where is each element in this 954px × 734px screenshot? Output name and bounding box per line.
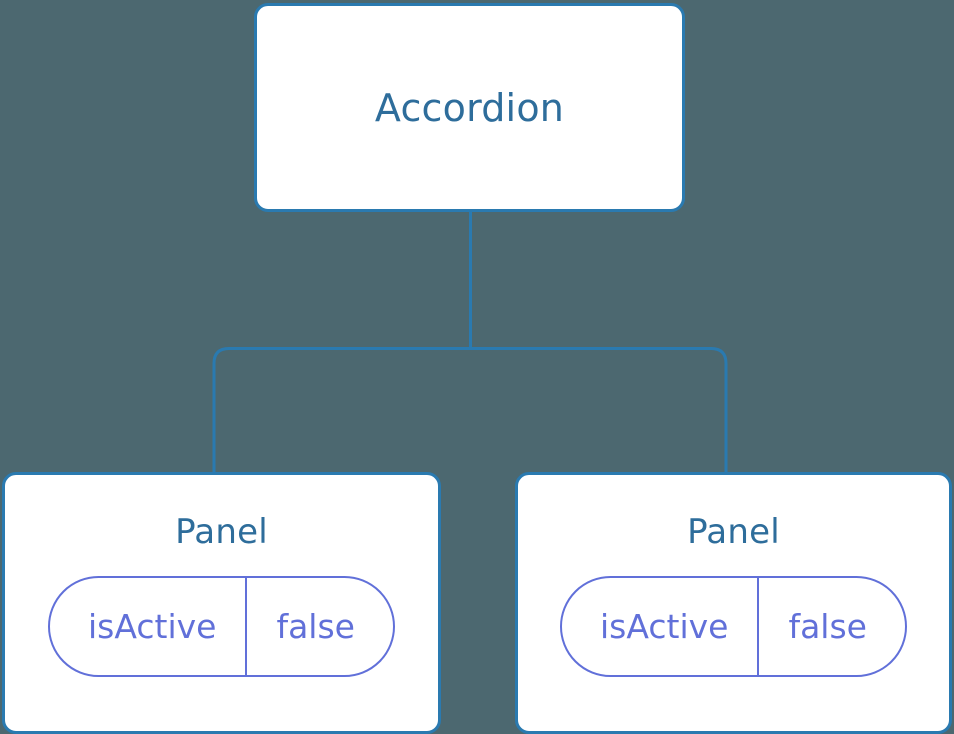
node-panel-2-state-value: false — [757, 578, 905, 675]
connector-branch-left — [212, 347, 471, 474]
node-panel-1[interactable]: Panel isActive false — [2, 472, 441, 734]
node-panel-2-state-pill[interactable]: isActive false — [560, 576, 907, 677]
node-panel-1-title: Panel — [175, 512, 268, 552]
node-accordion[interactable]: Accordion — [254, 3, 685, 212]
node-panel-2-title: Panel — [687, 512, 780, 552]
connector-branch-right — [470, 347, 728, 474]
node-panel-1-state-key: isActive — [88, 607, 217, 646]
node-panel-1-state-value: false — [245, 578, 393, 675]
node-panel-2-state-key: isActive — [600, 607, 729, 646]
node-panel-1-state-pill[interactable]: isActive false — [48, 576, 395, 677]
node-accordion-title: Accordion — [374, 85, 565, 130]
node-panel-2[interactable]: Panel isActive false — [515, 472, 952, 734]
